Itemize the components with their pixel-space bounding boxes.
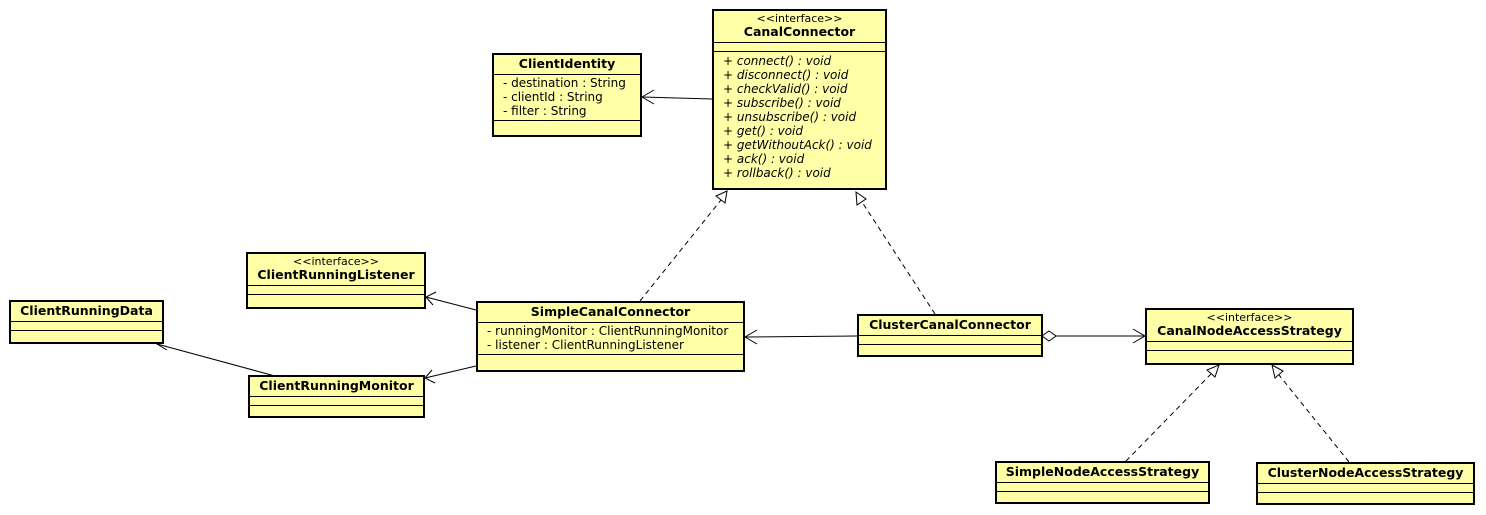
class-simplecanalconnector[interactable]: SimpleCanalConnector - runningMonitor : …	[476, 301, 745, 372]
class-name: ClientRunningListener	[257, 267, 415, 282]
realization-simplenode-to-strategy	[1125, 364, 1220, 462]
operation-get: + get() : void	[723, 124, 804, 138]
class-name: ClientRunningMonitor	[259, 378, 414, 393]
operation-disconnect: + disconnect() : void	[723, 68, 849, 82]
operations-section: + connect() : void + disconnect() : void…	[714, 51, 885, 182]
operation-getwithoutack: + getWithoutAck() : void	[723, 138, 872, 152]
attribute-runningmonitor: - runningMonitor : ClientRunningMonitor	[487, 324, 729, 338]
attributes-section	[11, 321, 162, 330]
class-canalnodeaccessstrategy[interactable]: <<interface>> CanalNodeAccessStrategy	[1145, 308, 1354, 365]
association-monitor-to-data	[156, 336, 276, 377]
attributes-section	[859, 335, 1041, 344]
realization-cluster-to-canalconnector	[855, 190, 936, 315]
association-cluster-to-simple	[744, 329, 858, 345]
realization-simple-to-canalconnector	[639, 190, 728, 302]
attributes-section	[1147, 341, 1352, 350]
class-clusternodeaccessstrategy[interactable]: ClusterNodeAccessStrategy	[1256, 462, 1475, 505]
operations-section	[494, 120, 640, 129]
attributes-section	[250, 396, 423, 405]
class-canalconnector[interactable]: <<interface>> CanalConnector + connect()…	[712, 9, 887, 190]
class-name: ClientIdentity	[518, 56, 616, 71]
class-header: ClientIdentity	[494, 55, 640, 74]
operations-section	[248, 294, 424, 303]
stereotype-label: <<interface>>	[1206, 311, 1293, 324]
class-name: CanalConnector	[743, 24, 856, 39]
aggregation-cluster-to-strategy	[1041, 328, 1146, 344]
class-clientrunningdata[interactable]: ClientRunningData	[9, 300, 164, 344]
operation-rollback: + rollback() : void	[723, 166, 831, 180]
class-clientrunningmonitor[interactable]: ClientRunningMonitor	[248, 375, 425, 418]
association-canalconnector-clientidentity	[641, 89, 713, 105]
realization-clusternode-to-strategy	[1271, 364, 1350, 463]
class-header: <<interface>> CanalConnector	[714, 11, 885, 42]
operations-section	[859, 344, 1041, 353]
class-name: CanalNodeAccessStrategy	[1157, 323, 1342, 338]
class-header: ClusterCanalConnector	[859, 316, 1041, 335]
attributes-section: - destination : String - clientId : Stri…	[494, 74, 640, 120]
class-name: ClusterNodeAccessStrategy	[1267, 465, 1464, 480]
stereotype-label: <<interface>>	[756, 12, 843, 25]
class-clientidentity[interactable]: ClientIdentity - destination : String - …	[492, 53, 642, 137]
attributes-section	[1258, 483, 1473, 492]
operations-section	[250, 405, 423, 414]
operation-subscribe: + subscribe() : void	[723, 96, 841, 110]
association-simple-to-monitor	[424, 365, 477, 384]
class-header: SimpleNodeAccessStrategy	[997, 463, 1208, 482]
attribute-filter: - filter : String	[503, 104, 587, 118]
class-header: <<interface>> CanalNodeAccessStrategy	[1147, 310, 1352, 341]
operations-section	[1258, 492, 1473, 501]
attributes-section: - runningMonitor : ClientRunningMonitor …	[478, 322, 743, 354]
operations-section	[997, 491, 1208, 500]
class-header: ClusterNodeAccessStrategy	[1258, 464, 1473, 483]
operations-section	[478, 354, 743, 363]
stereotype-label: <<interface>>	[293, 255, 379, 268]
operations-section	[11, 330, 162, 339]
operation-connect: + connect() : void	[723, 54, 832, 68]
class-name: SimpleCanalConnector	[530, 304, 691, 319]
class-header: SimpleCanalConnector	[478, 303, 743, 322]
attribute-clientid: - clientId : String	[503, 90, 603, 104]
association-simple-to-listener	[425, 291, 477, 311]
operation-ack: + ack() : void	[723, 152, 805, 166]
class-clustercanalconnector[interactable]: ClusterCanalConnector	[857, 314, 1043, 357]
attributes-section	[997, 482, 1208, 491]
class-name: ClusterCanalConnector	[869, 317, 1031, 332]
attribute-destination: - destination : String	[503, 76, 626, 90]
class-name: SimpleNodeAccessStrategy	[1005, 464, 1200, 479]
class-clientrunninglistener[interactable]: <<interface>> ClientRunningListener	[246, 252, 426, 309]
class-header: ClientRunningData	[11, 302, 162, 321]
operation-checkvalid: + checkValid() : void	[723, 82, 848, 96]
operations-section	[1147, 350, 1352, 359]
attributes-section	[248, 285, 424, 294]
class-header: <<interface>> ClientRunningListener	[248, 254, 424, 285]
operation-unsubscribe: + unsubscribe() : void	[723, 110, 857, 124]
class-header: ClientRunningMonitor	[250, 377, 423, 396]
attributes-section	[714, 42, 885, 51]
class-name: ClientRunningData	[20, 303, 153, 318]
class-simplenodeaccessstrategy[interactable]: SimpleNodeAccessStrategy	[995, 461, 1210, 504]
attribute-listener: - listener : ClientRunningListener	[487, 338, 684, 352]
